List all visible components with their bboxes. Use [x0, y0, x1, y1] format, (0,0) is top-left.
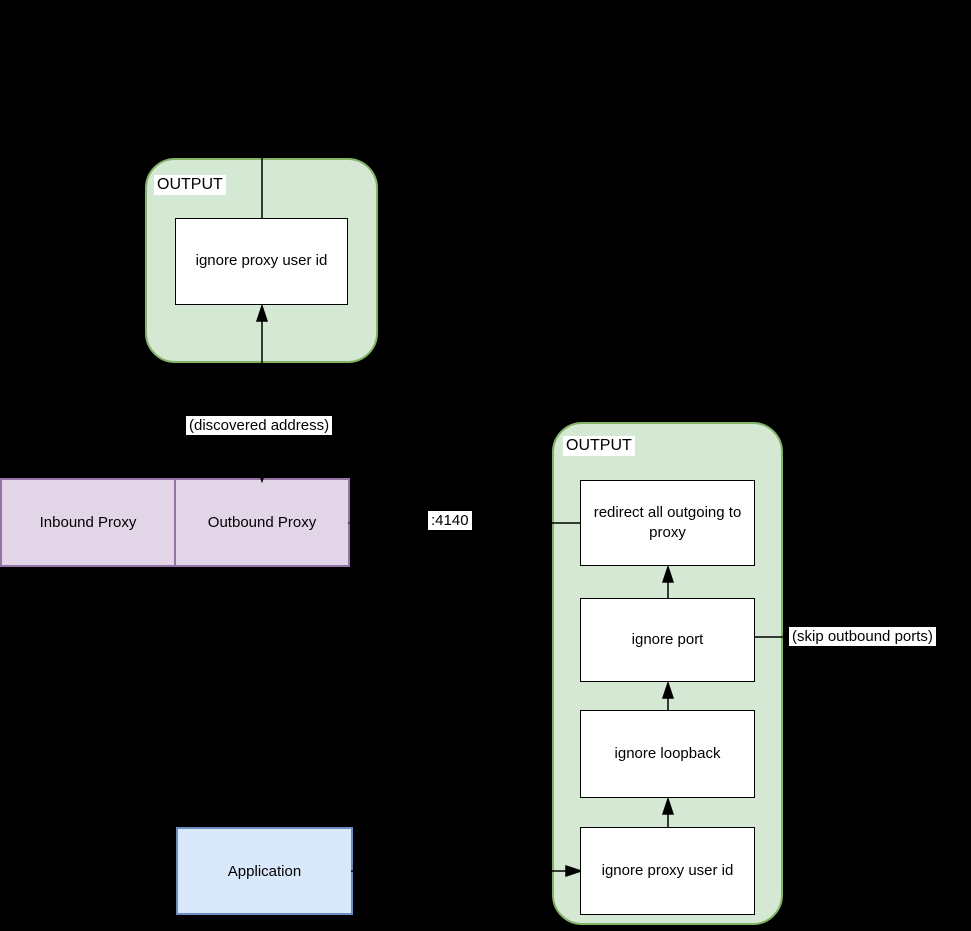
rule-ignore-port: ignore port: [580, 598, 755, 682]
rule-redirect-all-outgoing: redirect all outgoing to proxy: [580, 480, 755, 566]
skip-outbound-ports-label: (skip outbound ports): [789, 627, 936, 646]
arrowhead-into-outbound-right: [347, 516, 366, 530]
proxy-port-label: :4140: [428, 511, 472, 530]
application-box: Application: [176, 827, 353, 915]
proxy-table: Inbound Proxy Outbound Proxy: [0, 478, 350, 567]
rule-top-ignore-proxy-user-id: ignore proxy user id: [175, 218, 348, 305]
output-chain-top-title: OUTPUT: [154, 175, 226, 195]
rule-ignore-loopback: ignore loopback: [580, 710, 755, 798]
discovered-address-label: (discovered address): [186, 416, 333, 435]
outbound-proxy-cell: Outbound Proxy: [207, 514, 317, 531]
inbound-proxy-cell: Inbound Proxy: [2, 480, 176, 565]
rule-ignore-proxy-user-id: ignore proxy user id: [580, 827, 755, 915]
output-chain-right-title: OUTPUT: [563, 436, 635, 456]
